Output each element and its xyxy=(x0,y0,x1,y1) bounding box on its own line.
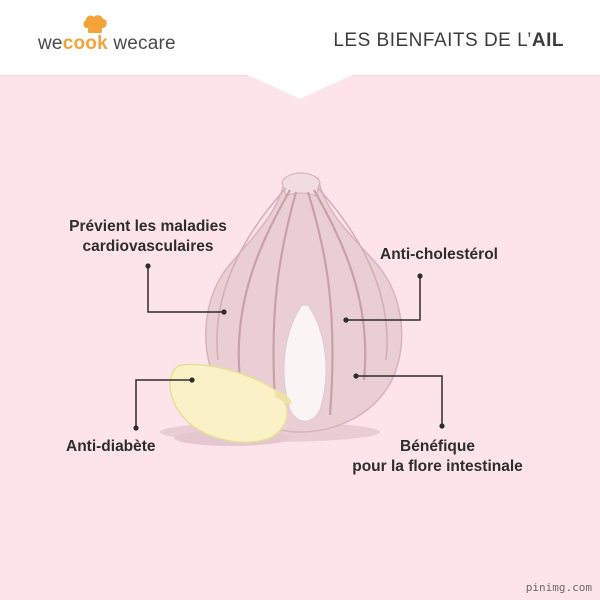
chef-hat-icon xyxy=(83,15,107,33)
benefit-cardio: Prévient les maladies cardiovasculaires xyxy=(58,217,238,257)
connector-dot xyxy=(439,423,445,429)
benefit-cholesterol-text: Anti-cholestérol xyxy=(380,246,498,263)
benefit-cholesterol: Anti-cholestérol xyxy=(380,245,498,265)
benefit-flore-line1: Bénéfique xyxy=(400,438,475,455)
logo-we-second: we xyxy=(107,33,139,54)
benefit-cardio-line2: cardiovasculaires xyxy=(82,238,214,255)
benefit-flore: Bénéfique pour la flore intestinale xyxy=(335,437,540,477)
garlic-line xyxy=(317,187,388,361)
title-bold: AIL xyxy=(531,30,564,51)
connector-dot xyxy=(353,373,359,379)
connector-dot xyxy=(343,317,349,323)
logo-we: we xyxy=(38,33,63,54)
garlic-clove xyxy=(169,363,288,444)
benefit-diabete-text: Anti-diabète xyxy=(66,438,156,455)
page-title: LES BIENFAITS DE L’AIL xyxy=(333,30,564,52)
connector-dot xyxy=(417,273,423,279)
benefit-flore-line2: pour la flore intestinale xyxy=(352,458,523,475)
connector-cholesterol xyxy=(346,276,421,321)
garlic-line xyxy=(313,189,367,381)
connector-dot xyxy=(145,263,151,269)
benefit-diabete: Anti-diabète xyxy=(66,437,156,457)
brand-logo: wecook wecare xyxy=(38,33,176,55)
connector-diabete xyxy=(135,379,192,428)
garlic-line xyxy=(272,191,298,416)
logo-cook: cook xyxy=(62,33,108,54)
garlic-line xyxy=(306,191,334,416)
title-prefix: LES BIENFAITS DE L’ xyxy=(333,30,532,51)
garlic-inner-clove xyxy=(283,304,327,422)
connector-cardio xyxy=(147,266,224,313)
garlic-clove-tip xyxy=(275,390,292,404)
header-notch xyxy=(0,75,600,99)
connector-flore xyxy=(356,375,443,426)
watermark: pinimg.com xyxy=(525,581,592,594)
garlic-line xyxy=(237,189,291,381)
header-bar xyxy=(0,0,600,76)
garlic-line xyxy=(216,187,287,361)
connector-dot xyxy=(133,425,139,431)
garlic-stem xyxy=(281,172,321,197)
benefit-cardio-line1: Prévient les maladies xyxy=(69,218,227,235)
connector-dot xyxy=(221,309,227,315)
logo-care: care xyxy=(138,33,176,54)
connector-dot xyxy=(189,377,195,383)
